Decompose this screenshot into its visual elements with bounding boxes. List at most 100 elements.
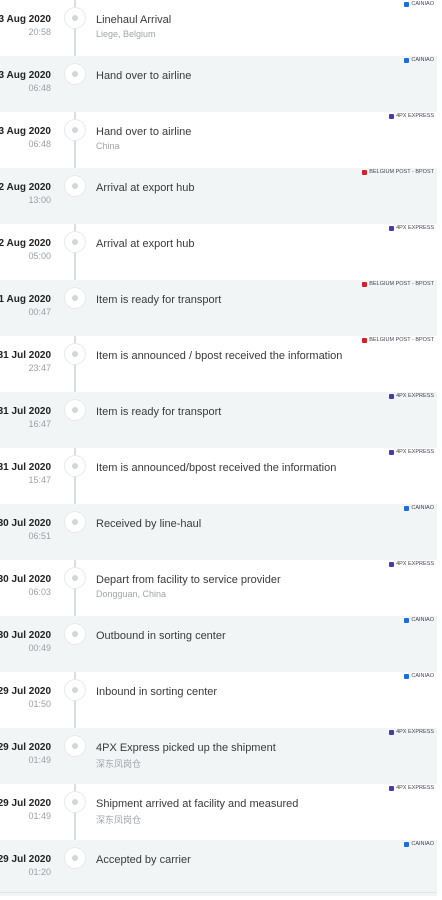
carrier-logo-icon (404, 673, 410, 679)
timeline-row: 03 Aug 2020 06:48 Hand over to airline CAIN… (0, 56, 437, 112)
timeline-dot-icon (65, 344, 85, 364)
event-title: Shipment arrived at facility and measure… (96, 798, 299, 810)
carrier-badge: BELGIUM POST - BPOST (362, 281, 434, 287)
event-title: Accepted by carrier (96, 854, 191, 866)
carrier-name: CAINIAO (411, 57, 434, 63)
event-date: 31 Jul 2020 (0, 406, 51, 417)
timeline-dot-icon (65, 568, 85, 588)
event-title: Inbound in sorting center (96, 686, 218, 698)
carrier-logo-icon (389, 225, 395, 231)
event-location: China (96, 141, 120, 151)
event-time: 06:51 (28, 531, 51, 541)
event-date: 03 Aug 2020 (0, 126, 51, 137)
event-time: 06:03 (28, 587, 51, 597)
event-date: 31 Jul 2020 (0, 350, 51, 361)
event-title: Received by line-haul (96, 518, 202, 530)
carrier-name: CAINIAO (411, 505, 434, 511)
carrier-logo-icon (362, 281, 368, 287)
event-title: Arrival at export hub (96, 238, 195, 250)
carrier-badge: CAINIAO (404, 617, 434, 623)
event-date: 29 Jul 2020 (0, 854, 51, 865)
carrier-name: 4PX EXPRESS (396, 393, 434, 399)
carrier-name: CAINIAO (411, 617, 434, 623)
event-date: 02 Aug 2020 (0, 182, 51, 193)
event-date: 30 Jul 2020 (0, 518, 51, 529)
carrier-logo-icon (404, 1, 410, 7)
event-title: Hand over to airline (96, 70, 192, 82)
event-time: 01:50 (28, 699, 51, 709)
carrier-logo-icon (389, 729, 395, 735)
carrier-badge: BELGIUM POST - BPOST (362, 169, 434, 175)
timeline-row: 29 Jul 2020 01:50 Inbound in sorting cente… (0, 672, 437, 728)
event-title: Arrival at export hub (96, 182, 195, 194)
event-location: Liege, Belgium (96, 29, 156, 39)
event-date: 03 Aug 2020 (0, 70, 51, 81)
timeline-dot-icon (65, 456, 85, 476)
carrier-name: BELGIUM POST - BPOST (369, 169, 434, 175)
carrier-name: 4PX EXPRESS (396, 113, 434, 119)
carrier-badge: CAINIAO (404, 673, 434, 679)
event-date: 02 Aug 2020 (0, 238, 51, 249)
carrier-badge: CAINIAO (404, 505, 434, 511)
carrier-logo-icon (404, 617, 410, 623)
carrier-badge: BELGIUM POST - BPOST (362, 337, 434, 343)
carrier-name: CAINIAO (411, 841, 434, 847)
event-time: 15:47 (28, 475, 51, 485)
event-title: Linehaul Arrival (96, 14, 172, 26)
timeline-dot-icon (65, 64, 85, 84)
timeline-dot-icon (65, 176, 85, 196)
carrier-name: 4PX EXPRESS (396, 225, 434, 231)
timeline-dot-icon (65, 120, 85, 140)
carrier-logo-icon (362, 169, 368, 175)
event-location: 深东凤岗仓 (96, 759, 142, 769)
carrier-logo-icon (404, 57, 410, 63)
event-location: 深东凤岗仓 (96, 815, 142, 825)
divider (0, 892, 437, 893)
carrier-badge: CAINIAO (404, 57, 434, 63)
carrier-name: 4PX EXPRESS (396, 785, 434, 791)
event-title: Outbound in sorting center (96, 630, 226, 642)
timeline-dot-icon (65, 512, 85, 532)
carrier-logo-icon (389, 561, 395, 567)
event-location: Dongguan, China (96, 589, 167, 599)
carrier-logo-icon (389, 113, 395, 119)
event-date: 29 Jul 2020 (0, 686, 51, 697)
carrier-logo-icon (389, 449, 395, 455)
carrier-name: 4PX EXPRESS (396, 449, 434, 455)
carrier-badge: CAINIAO (404, 1, 434, 7)
event-title: Item is ready for transport (96, 406, 222, 418)
carrier-badge: 4PX EXPRESS (389, 393, 434, 399)
event-title: Hand over to airline (96, 126, 192, 138)
carrier-name: CAINIAO (411, 673, 434, 679)
event-time: 06:48 (28, 83, 51, 93)
carrier-logo-icon (362, 337, 368, 343)
timeline-dot-icon (65, 736, 85, 756)
carrier-name: BELGIUM POST - BPOST (369, 281, 434, 287)
event-time: 20:58 (28, 27, 51, 37)
event-title: Depart from facility to service provider (96, 574, 281, 586)
event-date: 30 Jul 2020 (0, 630, 51, 641)
carrier-badge: 4PX EXPRESS (389, 113, 434, 119)
timeline-dot-icon (65, 8, 85, 28)
event-title: Item is ready for transport (96, 294, 222, 306)
carrier-name: 4PX EXPRESS (396, 729, 434, 735)
carrier-logo-icon (404, 505, 410, 511)
timeline-dot-icon (65, 680, 85, 700)
timeline-row: 02 Aug 2020 13:00 Arrival at export hub BEL… (0, 168, 437, 224)
carrier-badge: 4PX EXPRESS (389, 449, 434, 455)
event-time: 13:00 (28, 195, 51, 205)
event-title: Item is announced / bpost received the i… (96, 350, 343, 362)
carrier-name: BELGIUM POST - BPOST (369, 337, 434, 343)
timeline-dot-icon (65, 792, 85, 812)
event-title: Item is announced/bpost received the inf… (96, 462, 337, 474)
carrier-name: CAINIAO (411, 1, 434, 7)
event-time: 00:47 (28, 307, 51, 317)
